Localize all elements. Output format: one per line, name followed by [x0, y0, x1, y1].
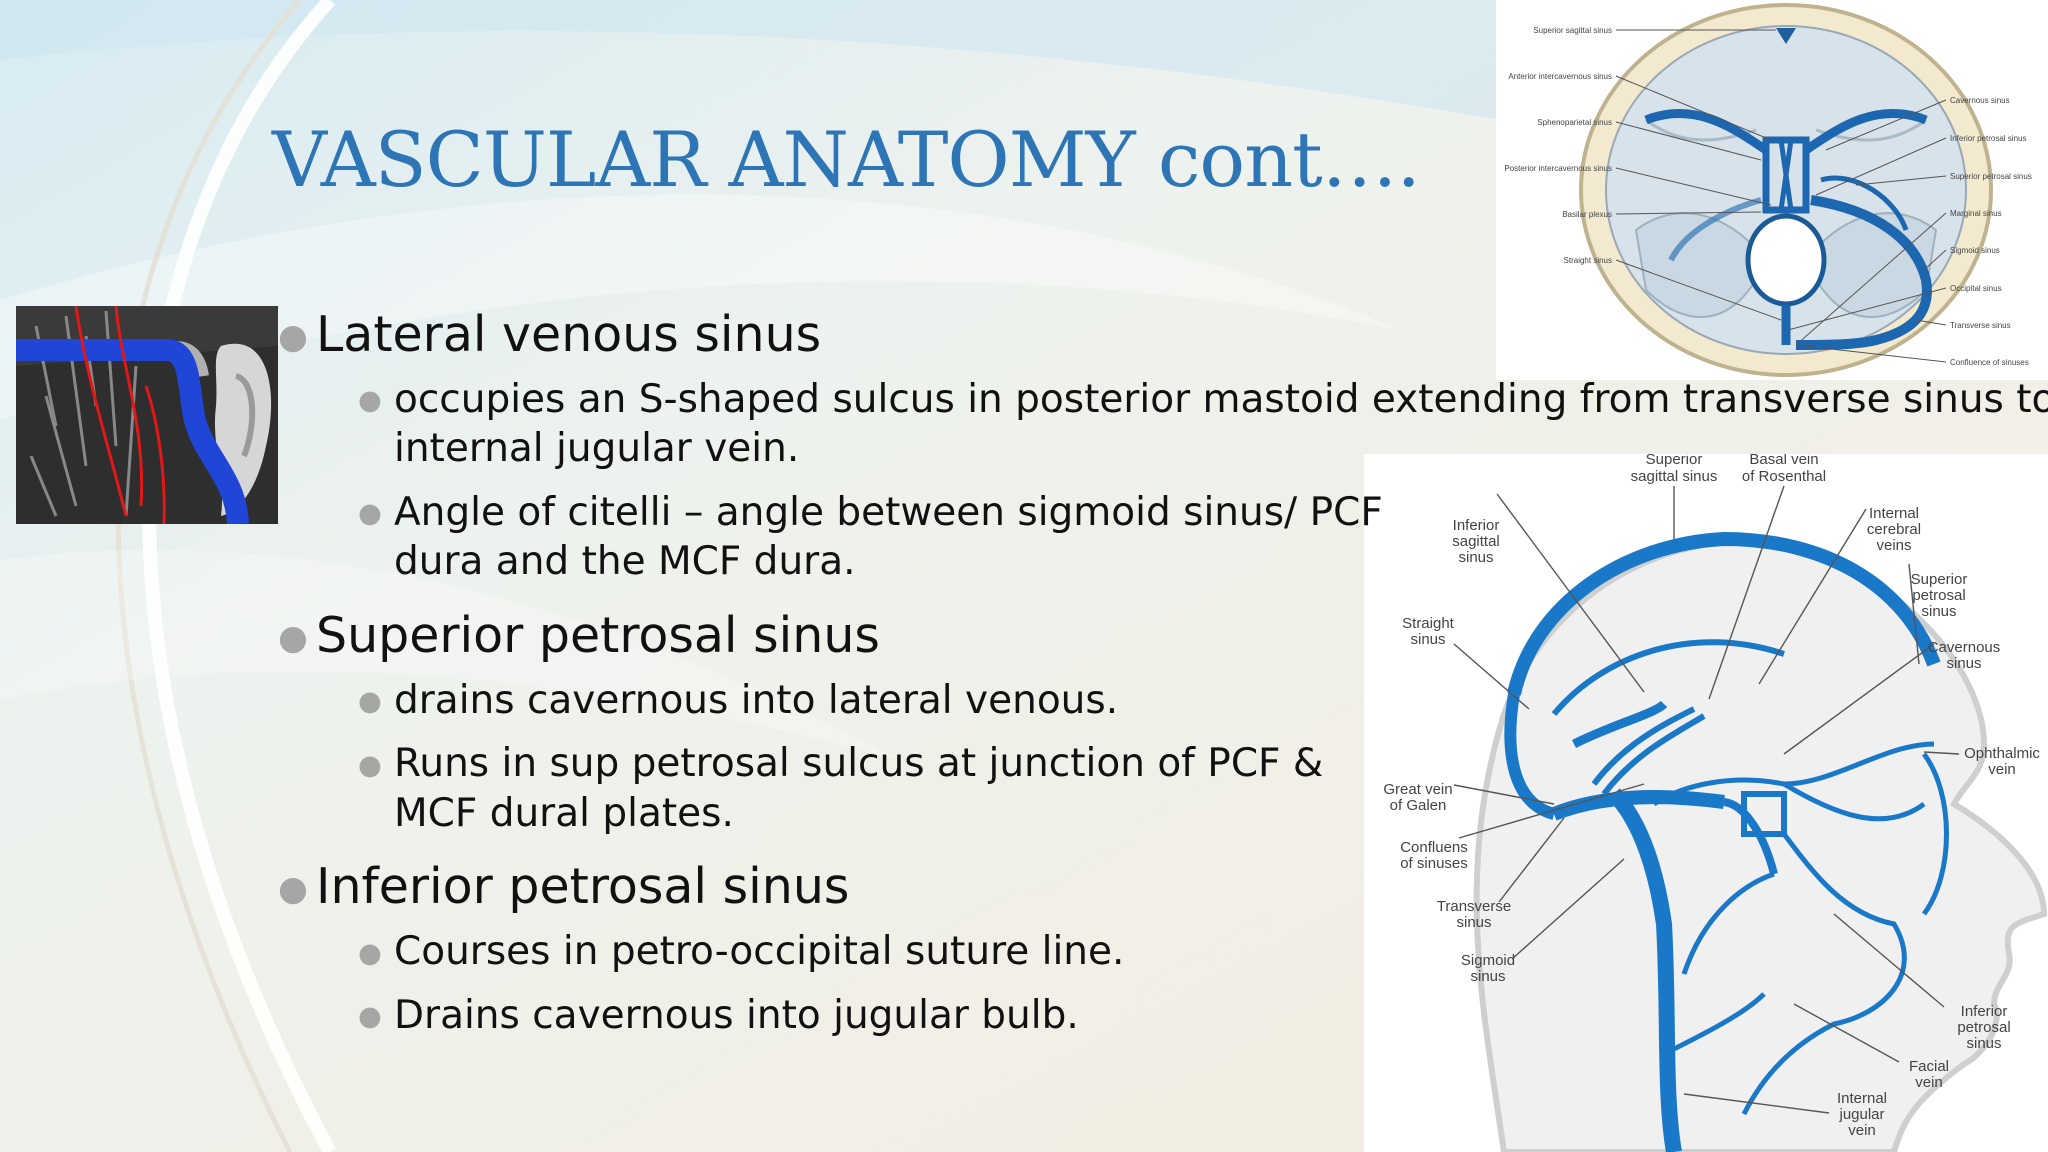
sub-bullet-text: occupies an S-shaped sulcus in posterior… — [394, 376, 2048, 472]
bullet-lateral-venous-sinus: ● Lateral venous sinus — [272, 306, 2032, 365]
bullet-dot: ● — [358, 1001, 382, 1033]
label-superior-sagittal: Superior — [1646, 454, 1703, 468]
label-basal-vein: Basal vein — [1749, 454, 1818, 468]
label-transverse-2: sinus — [1456, 914, 1491, 931]
label-inferior-petrosal: Inferior — [1961, 1003, 2008, 1020]
label-basal-vein-2: of Rosenthal — [1742, 468, 1826, 485]
axial-label: Inferior petrosal sinus — [1950, 134, 2026, 143]
axial-label: Straight sinus — [1564, 256, 1612, 265]
axial-label: Transverse sinus — [1950, 321, 2011, 330]
label-ophthalmic-2: vein — [1988, 761, 2016, 778]
axial-label: Basilar plexus — [1562, 210, 1612, 219]
label-superior-petrosal-2: petrosal — [1912, 587, 1965, 604]
label-inferior-sagittal-2: sagittal — [1452, 533, 1500, 550]
sub-bullet: ● Runs in sup petrosal sulcus at junctio… — [272, 739, 1414, 838]
bullet-dot: ● — [358, 686, 382, 718]
bullet-list: ● Lateral venous sinus ● occupies an S-s… — [272, 306, 2048, 1041]
bullet-dot: ● — [358, 385, 382, 417]
label-superior-petrosal: Superior — [1911, 571, 1968, 588]
label-galen-2: of Galen — [1390, 797, 1447, 814]
axial-label: Anterior intercavernous sinus — [1508, 72, 1612, 81]
sub-bullet: ● Drains cavernous into jugular bulb. — [272, 991, 1464, 1041]
label-inferior-petrosal-2: petrosal — [1957, 1019, 2010, 1036]
axial-label: Sphenoparietal sinus — [1537, 118, 1612, 127]
label-internal-cerebral-2: cerebral — [1867, 521, 1921, 538]
bullet-superior-petrosal-sinus: ● Superior petrosal sinus — [272, 607, 2032, 666]
label-confluens: Confluens — [1400, 839, 1468, 856]
label-cavernous-2: sinus — [1946, 655, 1981, 672]
axial-label: Superior sagittal sinus — [1533, 26, 1612, 35]
sub-bullet: ● Angle of citelli – angle between sigmo… — [272, 488, 1464, 587]
label-cavernous: Cavernous — [1928, 639, 2001, 656]
axial-label: Superior petrosal sinus — [1950, 172, 2032, 181]
axial-dural-sinuses-diagram: Superior sagittal sinus Anterior interca… — [1496, 0, 2048, 380]
axial-label: Cavernous sinus — [1950, 96, 2010, 105]
bullet-dot: ● — [278, 617, 308, 658]
label-inferior-petrosal-3: sinus — [1966, 1035, 2001, 1052]
label-internal-jugular: Internal — [1837, 1090, 1887, 1107]
label-inferior-sagittal: Inferior — [1453, 517, 1500, 534]
bullet-text: Superior petrosal sinus — [316, 606, 880, 664]
slide-title: VASCULAR ANATOMY cont…. — [272, 115, 1421, 204]
bullet-dot: ● — [278, 869, 308, 910]
axial-label: Occipital sinus — [1950, 284, 2002, 293]
bullet-text: Inferior petrosal sinus — [316, 858, 850, 916]
label-confluens-2: of sinuses — [1400, 855, 1468, 872]
axial-label: Sigmoid sinus — [1950, 246, 2000, 255]
bullet-dot: ● — [278, 316, 308, 357]
label-transverse: Transverse — [1437, 898, 1511, 915]
sub-bullet: ● Courses in petro-occipital suture line… — [272, 927, 1464, 977]
bullet-text: Lateral venous sinus — [316, 306, 822, 363]
axial-label: Posterior intercavernous sinus — [1504, 164, 1612, 173]
label-inferior-sagittal-3: sinus — [1458, 549, 1493, 566]
bullet-inferior-petrosal-sinus: ● Inferior petrosal sinus — [272, 858, 2032, 917]
label-ophthalmic: Ophthalmic — [1964, 745, 2040, 762]
sub-bullet-text: drains cavernous into lateral venous. — [394, 677, 1119, 723]
label-internal-cerebral: Internal — [1869, 505, 1919, 522]
bullet-dot: ● — [358, 498, 382, 530]
sub-bullet: ● drains cavernous into lateral venous. — [272, 676, 1464, 726]
bullet-dot: ● — [358, 749, 382, 781]
label-superior-sagittal-2: sagittal sinus — [1631, 468, 1718, 485]
ear-venous-sinus-image — [16, 306, 278, 524]
label-internal-jugular-2: jugular — [1838, 1106, 1884, 1123]
sub-bullet-text: Runs in sup petrosal sulcus at junction … — [394, 741, 1324, 836]
label-facial-2: vein — [1915, 1074, 1943, 1091]
label-straight: Straight — [1402, 615, 1455, 632]
label-galen: Great vein — [1383, 781, 1452, 798]
bullet-dot: ● — [358, 937, 382, 969]
label-internal-jugular-3: vein — [1848, 1122, 1876, 1139]
sub-bullet: ● occupies an S-shaped sulcus in posteri… — [272, 375, 2048, 474]
sub-bullet-text: Angle of citelli – angle between sigmoid… — [394, 489, 1383, 585]
label-internal-cerebral-3: veins — [1876, 537, 1911, 554]
label-sigmoid-2: sinus — [1470, 968, 1505, 985]
label-sigmoid: Sigmoid — [1461, 952, 1515, 969]
label-superior-petrosal-3: sinus — [1921, 603, 1956, 620]
label-straight-2: sinus — [1410, 631, 1445, 648]
axial-label: Marginal sinus — [1950, 209, 2002, 218]
sub-bullet-text: Drains cavernous into jugular bulb. — [394, 992, 1079, 1038]
sub-bullet-text: Courses in petro-occipital suture line. — [394, 929, 1125, 974]
axial-label: Confluence of sinuses — [1950, 358, 2029, 367]
label-facial: Facial — [1909, 1058, 1949, 1075]
